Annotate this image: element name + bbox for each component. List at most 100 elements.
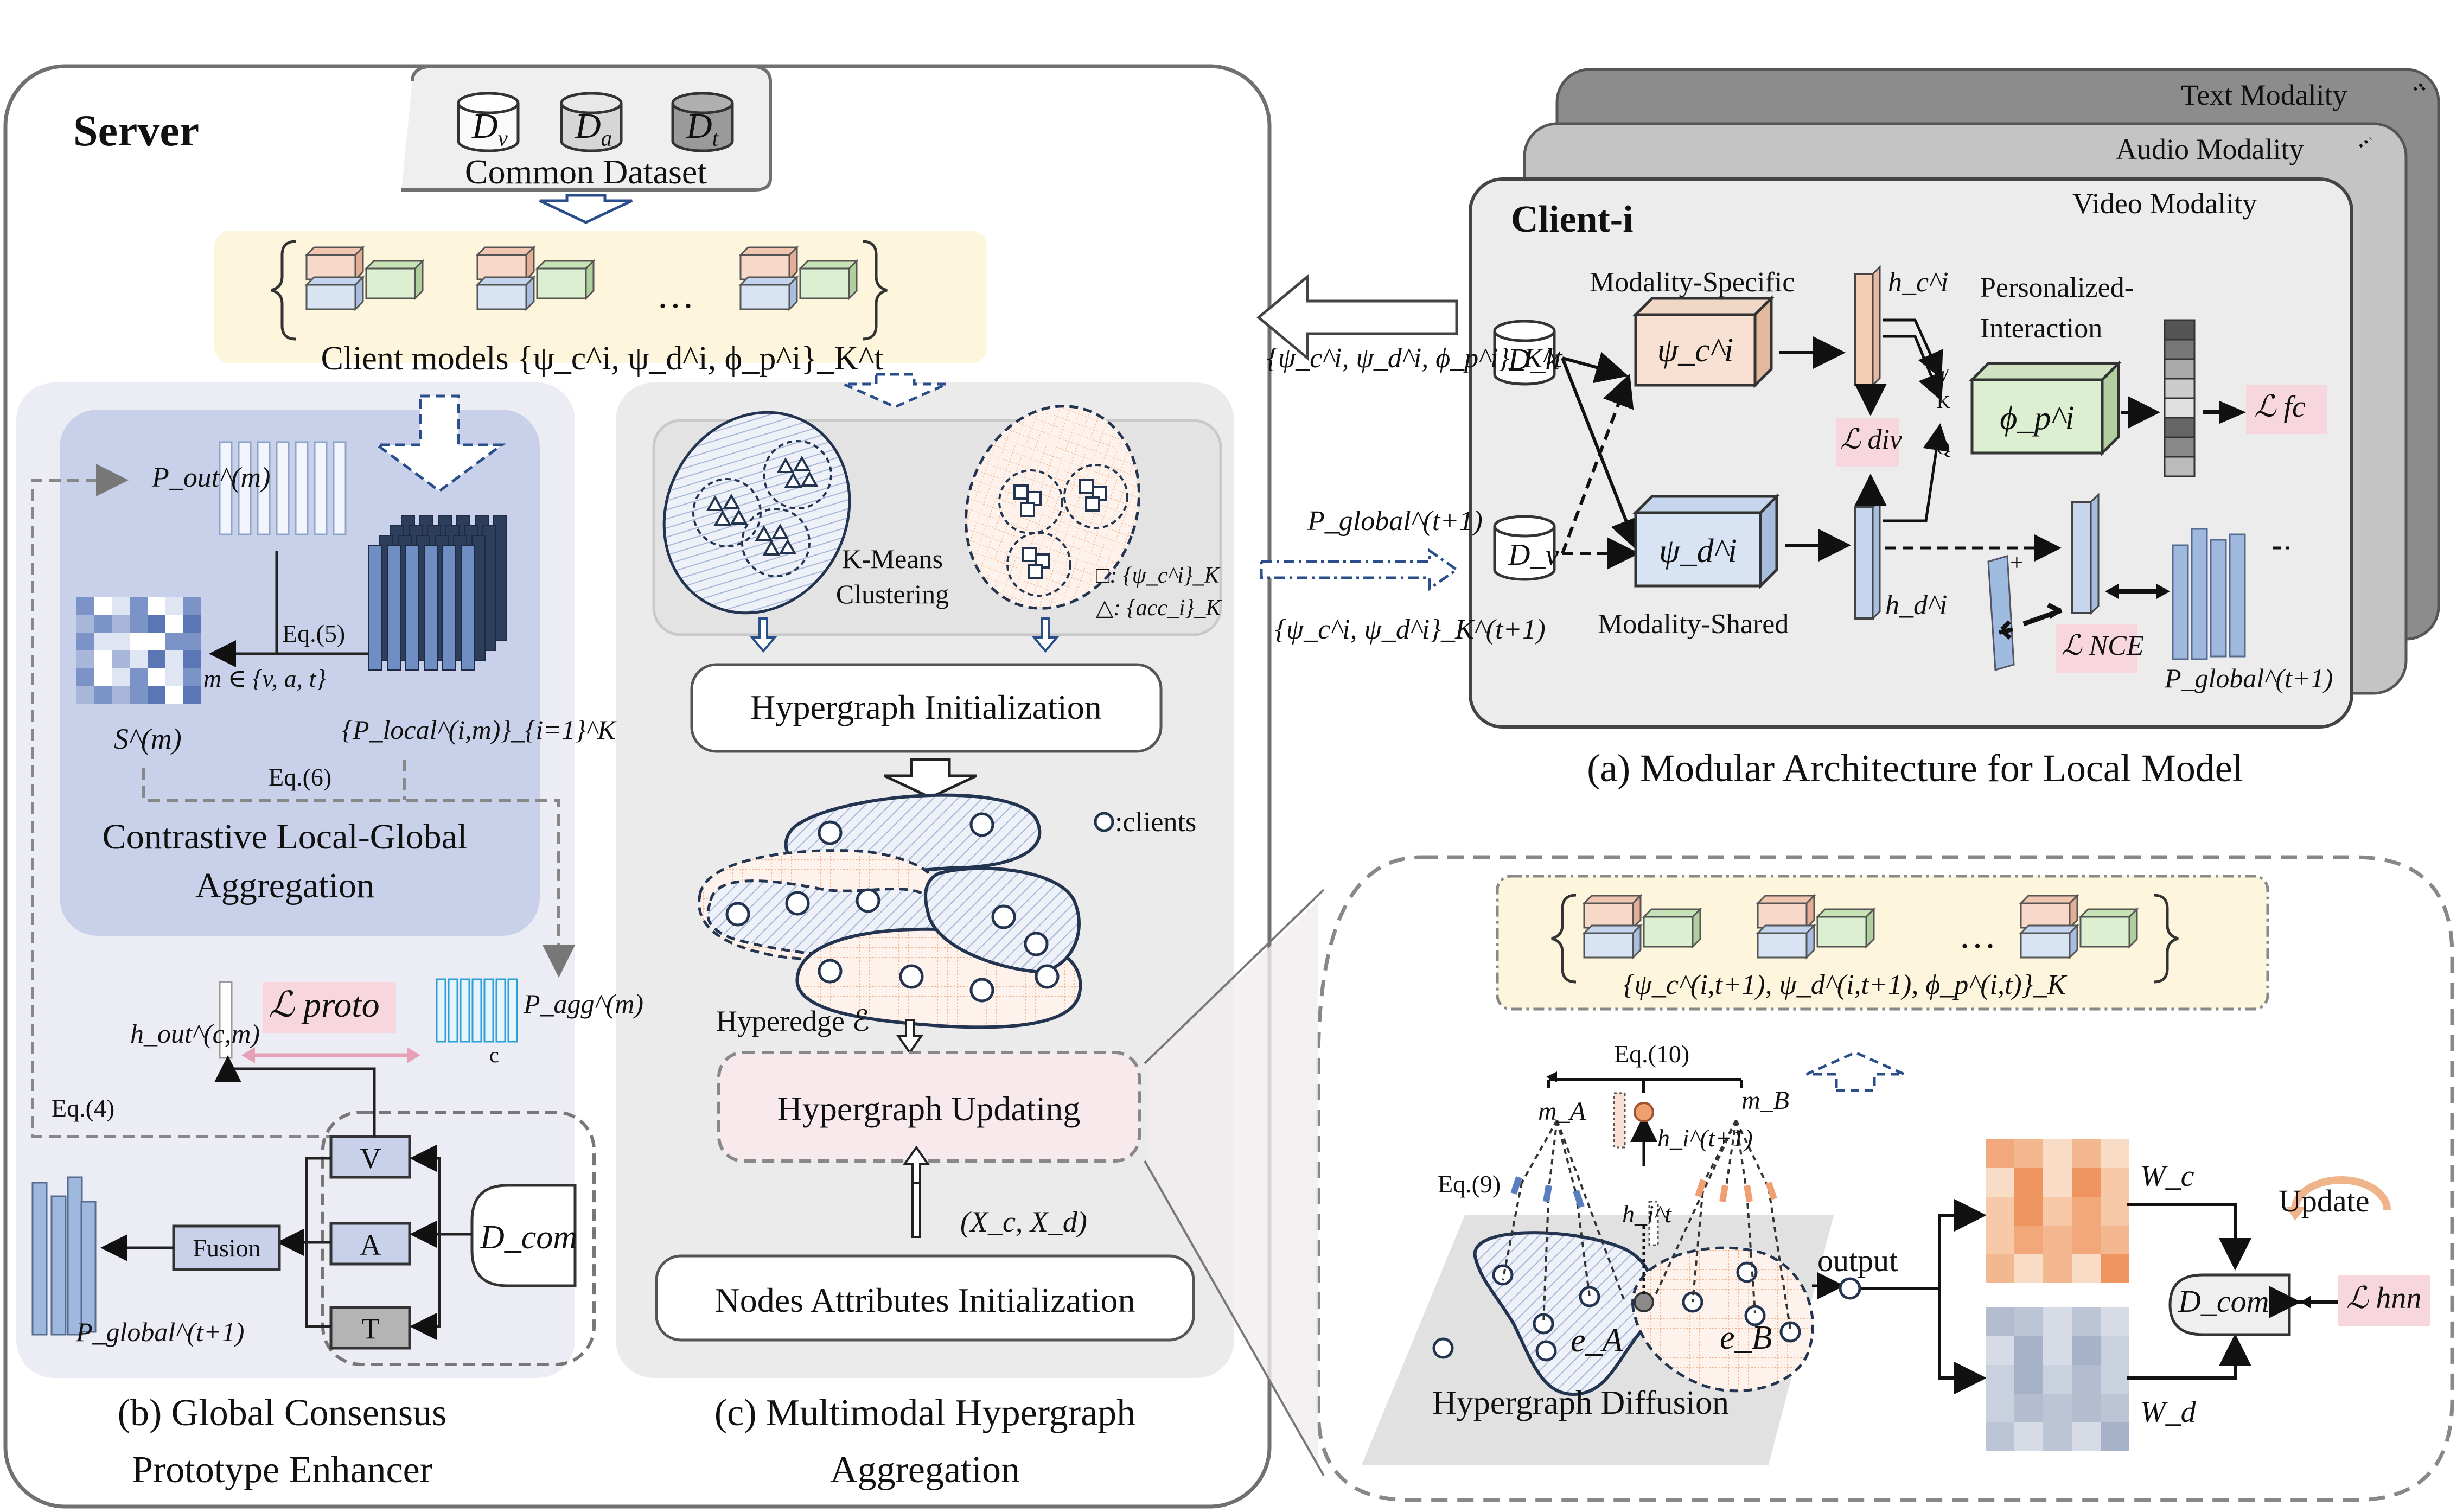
a-box — [329, 1222, 411, 1266]
weight-cell — [2043, 1336, 2072, 1365]
cube-top — [304, 246, 365, 256]
p-agg-bar — [460, 978, 470, 1043]
matrix-cell — [183, 686, 201, 704]
eq4-label: Eq.(4) — [52, 1094, 115, 1122]
matrix-cell — [112, 650, 130, 668]
weight-cell — [1986, 1336, 2014, 1365]
e-a-blob — [1473, 1231, 1655, 1396]
p-local-bar — [424, 545, 438, 671]
weight-cell — [1986, 1365, 2014, 1394]
kmeans-label-2: Clustering — [835, 579, 949, 609]
matrix-cell — [130, 650, 148, 668]
l-div-label: ℒ div — [1840, 424, 1902, 455]
client-node — [818, 959, 843, 984]
phi-p-cube — [1968, 360, 2122, 457]
matrix-cell — [130, 597, 148, 615]
client-title: Client-i — [1511, 199, 1634, 240]
cube-side — [585, 259, 595, 301]
cube-top — [2078, 908, 2139, 918]
q-label-a: Q — [1937, 438, 1950, 458]
psi-c-cube — [1632, 295, 1775, 389]
hypergraph-node — [1779, 1321, 1801, 1343]
matrix-cell — [76, 615, 94, 633]
eq6-dashed-path — [142, 768, 560, 960]
weight-cell — [2072, 1422, 2101, 1451]
logit-cell — [2164, 358, 2196, 380]
triangle-marker — [800, 470, 819, 487]
p-global-bar — [80, 1201, 97, 1333]
ma-vectors — [1510, 1176, 1585, 1208]
weight-cell — [2014, 1197, 2043, 1226]
p-global-bar — [67, 1176, 83, 1336]
cube-side — [2128, 907, 2138, 949]
update-label: Update — [2279, 1183, 2370, 1218]
cube-top — [304, 276, 365, 286]
legend-triangle: △: {acc_i}_K — [1096, 596, 1221, 621]
h-c-bar — [1854, 265, 1881, 387]
logits-column — [2164, 319, 2196, 477]
p-global-label-b: P_global^(t+1) — [76, 1317, 245, 1347]
logit-cell — [2164, 378, 2196, 399]
weight-cell — [2014, 1226, 2043, 1254]
hypergraph-node — [1744, 1305, 1766, 1326]
s-label: S^(m) — [114, 723, 182, 755]
square-marker — [1020, 502, 1035, 517]
p-agg-bars — [436, 978, 518, 1043]
p-local-label: {P_local^(i,m)}_{i=1}^K — [342, 714, 616, 745]
cube-top — [1756, 924, 1816, 934]
weight-cell — [2043, 1254, 2072, 1283]
weight-cell — [2101, 1422, 2129, 1451]
weight-cell — [2043, 1307, 2072, 1336]
dataset-cylinders — [457, 92, 734, 152]
cube-top — [738, 276, 799, 286]
global-label: P_global^(t+1) — [1307, 506, 1483, 537]
client-node — [1024, 932, 1049, 956]
sub-cluster — [741, 508, 811, 577]
cube-top — [1642, 908, 1702, 918]
global-arrow — [1260, 548, 1459, 591]
xc-xd-label: (X_c, X_d) — [960, 1205, 1087, 1238]
p-agg-bar — [448, 978, 458, 1043]
p-agg-bar — [507, 978, 518, 1043]
modality-specific-label: Modality-Specific — [1590, 267, 1795, 298]
p-local-stack — [368, 515, 507, 671]
psi-d-cube — [1632, 493, 1781, 590]
weight-cell — [2101, 1307, 2129, 1336]
matrix-cell — [165, 633, 183, 650]
weight-cell — [2014, 1139, 2043, 1168]
weight-cell — [2101, 1168, 2129, 1197]
p-local-bar — [461, 545, 475, 671]
p-out-bar — [276, 441, 290, 535]
w-c-label: W_c — [2140, 1159, 2194, 1193]
matrix-cell — [165, 668, 183, 686]
l-div-box — [1836, 418, 1899, 467]
weight-cell — [2043, 1226, 2072, 1254]
common-dataset-label: Common Dataset — [464, 152, 707, 191]
matrix-cell — [94, 633, 112, 650]
matrix-cell — [76, 597, 94, 615]
d-k-label: D_k — [1508, 343, 1559, 377]
sub-cluster — [1063, 464, 1128, 529]
nodes-init-box — [655, 1254, 1195, 1342]
matrix-cell — [130, 668, 148, 686]
weight-cell — [2072, 1226, 2101, 1254]
p-global-label-a: P_global^(t+1) — [2165, 663, 2333, 693]
hypergraph-node — [1535, 1340, 1557, 1362]
hypergraph-init-box — [690, 663, 1163, 753]
weight-cell — [1986, 1254, 2014, 1283]
weight-cell — [1986, 1168, 2014, 1197]
center-node — [1634, 1292, 1654, 1312]
l-proto-box — [263, 982, 396, 1033]
a-label-b: A — [360, 1229, 381, 1261]
hypergraph-update-box — [717, 1051, 1141, 1163]
matrix-cell — [183, 650, 201, 668]
eq5-label: Eq.(5) — [282, 620, 346, 647]
l-hnn-label: ℒ hnn — [2346, 1281, 2422, 1315]
p-out-bar — [257, 441, 271, 535]
l-hnn-box — [2338, 1275, 2430, 1326]
text-modality-label: Text Modality — [2181, 79, 2347, 111]
mb-vectors — [1695, 1179, 1777, 1202]
d-com-label-d: D_com — [2178, 1284, 2269, 1319]
client-node — [899, 964, 924, 989]
client-node — [856, 888, 880, 913]
